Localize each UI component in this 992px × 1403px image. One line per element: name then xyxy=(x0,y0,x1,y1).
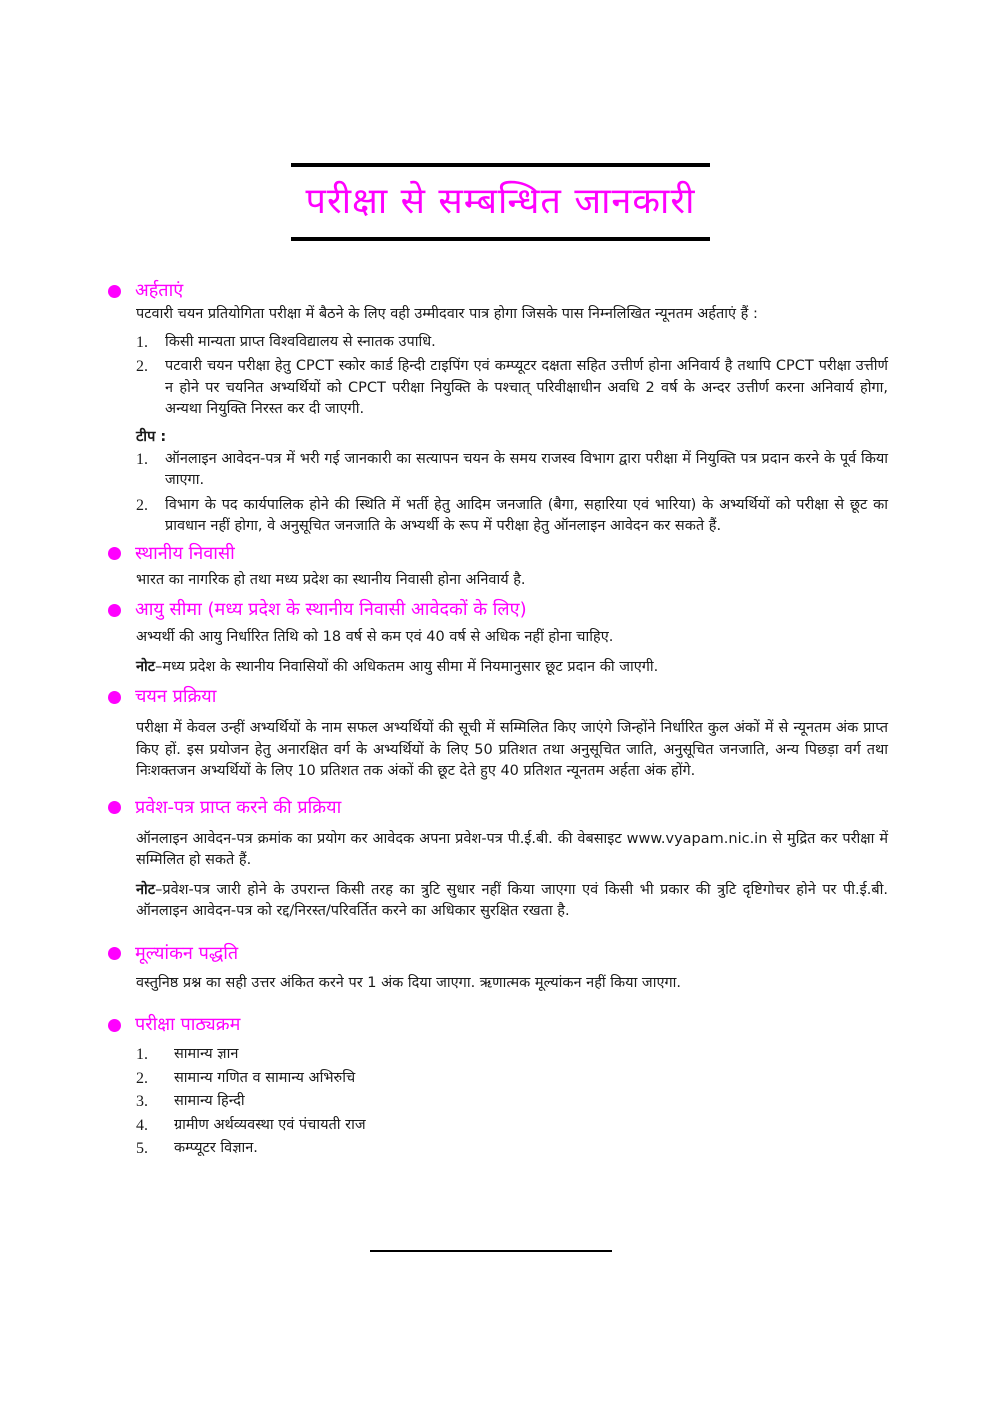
item-text: सामान्य गणित व सामान्य अभिरुचि xyxy=(174,1069,356,1086)
note-text: –प्रवेश-पत्र जारी होने के उपरान्त किसी त… xyxy=(136,881,888,920)
item-number: 1. xyxy=(136,333,148,351)
bullet-icon xyxy=(108,547,121,560)
document-content: अर्हताएं पटवारी चयन प्रतियोगिता परीक्षा … xyxy=(108,278,888,1162)
item-number: 2. xyxy=(136,358,148,375)
item-text: कम्प्यूटर विज्ञान. xyxy=(174,1140,258,1156)
eligibility-list: 1. किसी मान्यता प्राप्त विश्वविद्यालय से… xyxy=(136,332,888,421)
section-residence: स्थानीय निवासी भारत का नागरिक हो तथा मध्… xyxy=(108,541,888,592)
item-number: 2. xyxy=(136,496,148,514)
list-item: 1. सामान्य ज्ञान xyxy=(136,1044,888,1066)
section-heading: अर्हताएं xyxy=(108,278,888,304)
list-item: 1. ऑनलाइन आवेदन-पत्र में भरी गई जानकारी … xyxy=(136,449,888,492)
heading-text: प्रवेश-पत्र प्राप्त करने की प्रक्रिया xyxy=(135,796,342,818)
list-item: 2. विभाग के पद कार्यपालिक होने की स्थिति… xyxy=(136,495,888,538)
section-heading: प्रवेश-पत्र प्राप्त करने की प्रक्रिया xyxy=(108,795,888,821)
bullet-icon xyxy=(108,284,121,298)
heading-text: स्थानीय निवासी xyxy=(135,542,235,564)
list-item: 5. कम्प्यूटर विज्ञान. xyxy=(136,1138,888,1160)
item-text: ग्रामीण अर्थव्यवस्था एवं पंचायती राज xyxy=(174,1116,366,1133)
eligibility-intro: पटवारी चयन प्रतियोगिता परीक्षा में बैठने… xyxy=(136,306,758,322)
note-label: नोट xyxy=(136,881,156,898)
heading-text: परीक्षा पाठ्यक्रम xyxy=(135,1014,241,1035)
heading-text: चयन प्रक्रिया xyxy=(135,686,217,707)
list-item: 4. ग्रामीण अर्थव्यवस्था एवं पंचायती राज xyxy=(136,1115,888,1137)
title-top-rule xyxy=(291,163,710,167)
evaluation-text: वस्तुनिष्ठ प्रश्न का सही उत्तर अंकित करन… xyxy=(136,974,681,991)
bullet-icon xyxy=(108,603,121,617)
item-number: 2. xyxy=(136,1069,148,1087)
end-divider xyxy=(370,1250,612,1252)
note-label: नोट xyxy=(136,658,156,675)
item-number: 5. xyxy=(136,1140,148,1157)
item-number: 4. xyxy=(136,1116,148,1134)
section-age-limit: आयु सीमा (मध्य प्रदेश के स्थानीय निवासी … xyxy=(108,597,888,678)
heading-text: मूल्यांकन पद्धति xyxy=(135,942,239,964)
section-syllabus: परीक्षा पाठ्यक्रम 1. सामान्य ज्ञान 2. सा… xyxy=(108,1012,888,1160)
list-item: 1. किसी मान्यता प्राप्त विश्वविद्यालय से… xyxy=(136,332,888,354)
section-evaluation: मूल्यांकन पद्धति वस्तुनिष्ठ प्रश्न का सह… xyxy=(108,941,888,995)
item-number: 1. xyxy=(136,450,148,468)
selection-text: परीक्षा में केवल उन्हीं अभ्यर्थियों के न… xyxy=(136,720,888,779)
item-text: पटवारी चयन परीक्षा हेतु CPCT स्कोर कार्ड… xyxy=(165,358,888,417)
item-text: किसी मान्यता प्राप्त विश्वविद्यालय से स्… xyxy=(165,333,436,350)
syllabus-list: 1. सामान्य ज्ञान 2. सामान्य गणित व सामान… xyxy=(136,1044,888,1160)
section-heading: मूल्यांकन पद्धति xyxy=(108,941,888,967)
residence-text: भारत का नागरिक हो तथा मध्य प्रदेश का स्थ… xyxy=(136,571,526,588)
list-item: 2. पटवारी चयन परीक्षा हेतु CPCT स्कोर का… xyxy=(136,356,888,421)
tip-label: टीप : xyxy=(136,428,167,445)
section-heading: परीक्षा पाठ्यक्रम xyxy=(108,1012,888,1038)
list-item: 3. सामान्य हिन्दी xyxy=(136,1091,888,1113)
item-text: सामान्य ज्ञान xyxy=(174,1046,239,1062)
age-limit-note: नोट–मध्य प्रदेश के स्थानीय निवासियों की … xyxy=(136,657,888,679)
heading-text: आयु सीमा (मध्य प्रदेश के स्थानीय निवासी … xyxy=(135,599,527,620)
section-admit-card: प्रवेश-पत्र प्राप्त करने की प्रक्रिया ऑन… xyxy=(108,795,888,923)
section-heading: आयु सीमा (मध्य प्रदेश के स्थानीय निवासी … xyxy=(108,597,888,623)
section-eligibility: अर्हताएं पटवारी चयन प्रतियोगिता परीक्षा … xyxy=(108,278,888,538)
bullet-icon xyxy=(108,947,121,960)
item-number: 3. xyxy=(136,1093,148,1110)
item-text: ऑनलाइन आवेदन-पत्र में भरी गई जानकारी का … xyxy=(165,450,888,489)
section-heading: चयन प्रक्रिया xyxy=(108,684,888,710)
section-heading: स्थानीय निवासी xyxy=(108,541,888,567)
note-text: –मध्य प्रदेश के स्थानीय निवासियों की अधि… xyxy=(155,658,659,675)
item-number: 1. xyxy=(136,1046,148,1063)
tip-list: 1. ऑनलाइन आवेदन-पत्र में भरी गई जानकारी … xyxy=(136,449,888,538)
bullet-icon xyxy=(108,801,121,814)
title-block: परीक्षा से सम्बन्धित जानकारी xyxy=(291,163,710,241)
admit-card-note: नोट–प्रवेश-पत्र जारी होने के उपरान्त किस… xyxy=(136,880,888,923)
bullet-icon xyxy=(108,690,121,704)
heading-text: अर्हताएं xyxy=(135,280,184,301)
item-text: सामान्य हिन्दी xyxy=(174,1093,245,1109)
age-limit-text: अभ्यर्थी की आयु निर्धारित तिथि को 18 वर्… xyxy=(136,629,614,645)
bullet-icon xyxy=(108,1018,121,1032)
page-title: परीक्षा से सम्बन्धित जानकारी xyxy=(305,181,696,222)
list-item: 2. सामान्य गणित व सामान्य अभिरुचि xyxy=(136,1068,888,1090)
title-bottom-rule xyxy=(291,237,710,241)
section-selection-process: चयन प्रक्रिया परीक्षा में केवल उन्हीं अभ… xyxy=(108,684,888,783)
admit-card-text: ऑनलाइन आवेदन-पत्र क्रमांक का प्रयोग कर आ… xyxy=(136,830,888,869)
item-text: विभाग के पद कार्यपालिक होने की स्थिति मे… xyxy=(165,496,888,535)
